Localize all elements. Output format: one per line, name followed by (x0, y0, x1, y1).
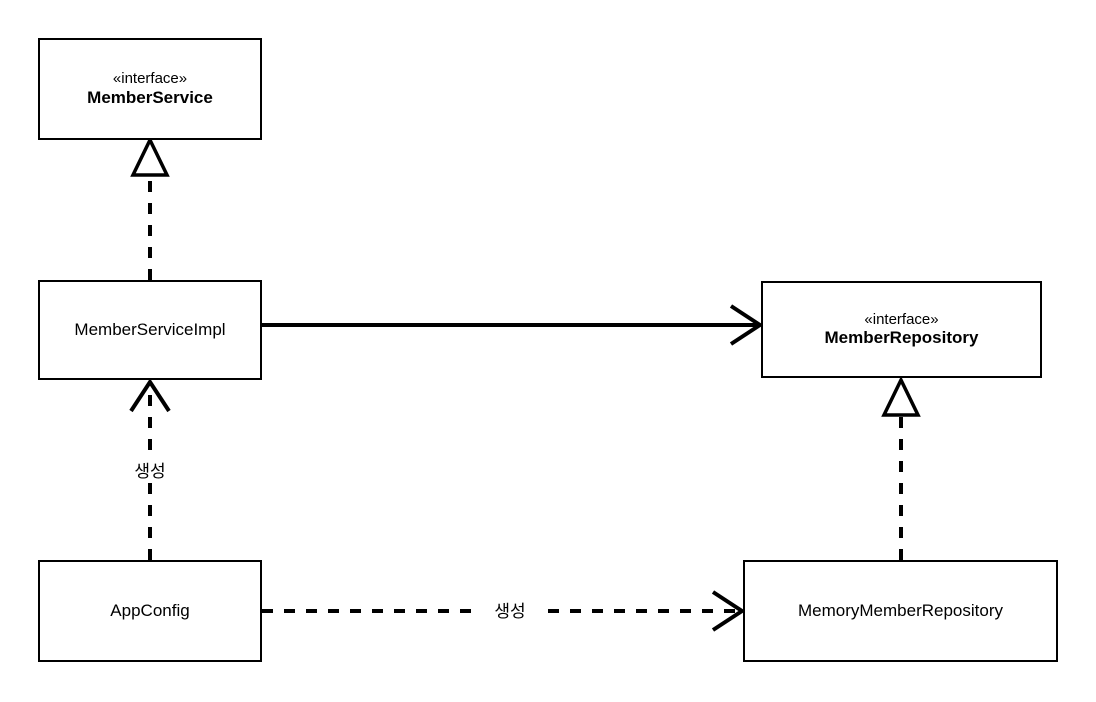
class-node-member-repository[interactable]: «interface» MemberRepository (761, 281, 1042, 378)
class-name-label: MemberRepository (824, 328, 979, 348)
class-stereotype: «interface» (112, 70, 188, 88)
class-node-app-config[interactable]: AppConfig (38, 560, 262, 662)
class-name-label: MemoryMemberRepository (798, 600, 1003, 620)
class-stereotype: «interface» (864, 310, 939, 328)
edge-impl-realizes-service (130, 135, 170, 280)
hollow-triangle-arrowhead-icon (881, 375, 921, 417)
class-node-member-service[interactable]: «interface» MemberService (38, 38, 262, 140)
edge-label-appconfig-creates-memory-repository: 생성 (477, 600, 543, 623)
edge-impl-uses-repository (262, 304, 764, 346)
edge-label-appconfig-creates-impl: 생성 (110, 461, 190, 482)
class-node-memory-member-repository[interactable]: MemoryMemberRepository (743, 560, 1058, 662)
class-name-label: AppConfig (110, 600, 190, 620)
open-v-arrowhead-icon (711, 590, 746, 632)
class-name-label: MemberServiceImpl (74, 319, 226, 339)
hollow-triangle-arrowhead-icon (130, 135, 170, 177)
open-v-arrowhead-icon (729, 304, 764, 346)
edge-memory-realizes-repository (881, 375, 921, 560)
class-name-label: MemberService (87, 87, 213, 107)
edge-appconfig-creates-memory-repository (262, 590, 746, 632)
open-v-arrowhead-icon (129, 378, 171, 413)
class-node-member-service-impl[interactable]: MemberServiceImpl (38, 280, 262, 380)
